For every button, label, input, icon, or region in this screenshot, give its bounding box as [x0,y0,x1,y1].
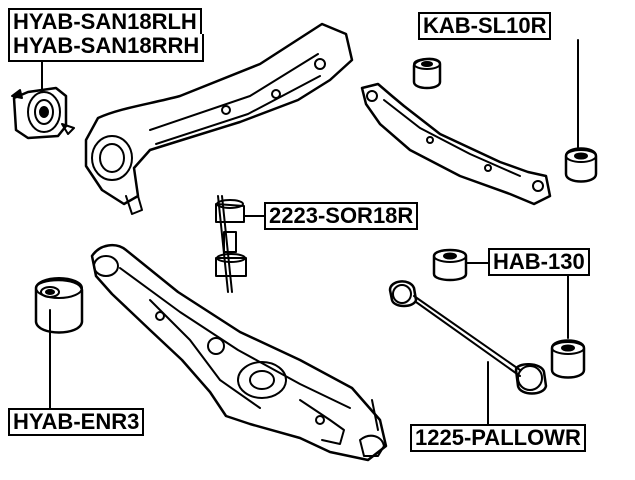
control-rod-shape [388,280,548,395]
bushing-hab-shape [432,248,468,282]
bushing-san18-shape [11,86,75,140]
label-hyab-san18rrh: HYAB-SAN18RRH [8,34,205,62]
lateral-arm-shape [360,82,552,206]
stabilizer-link-shape [215,195,247,293]
label-hyab-san18rlh: HYAB-SAN18RLH [8,8,202,36]
bushing-hab-lower-shape [550,339,586,379]
label-kab-sl10r: KAB-SL10R [418,12,552,40]
label-2223-sor18r: 2223-SOR18R [264,202,419,230]
bushing-kab-lower-shape [564,147,598,183]
label-hab-130: HAB-130 [488,248,590,276]
bushing-kab-upper-shape [412,57,442,90]
label-hyab-enr3: HYAB-ENR3 [8,408,145,436]
bushing-enr3-shape [34,277,84,334]
label-1225-pallowr: 1225-PALLOWR [410,424,586,452]
trailing-arm-shape [84,22,354,215]
lower-control-arm-shape [90,243,388,462]
